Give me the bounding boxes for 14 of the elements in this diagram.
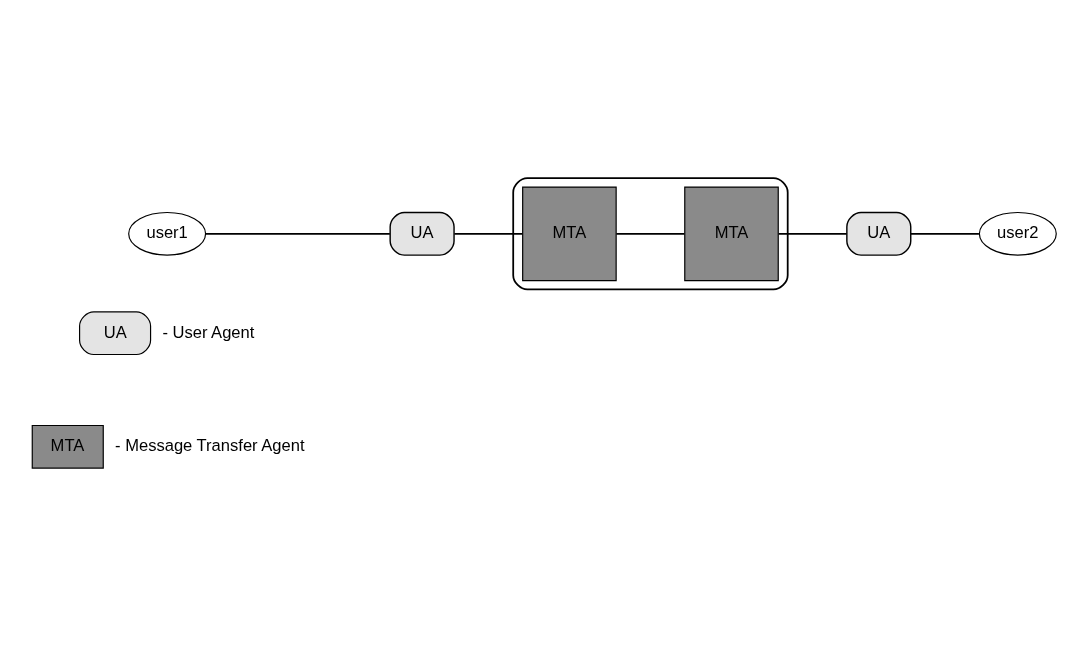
node-box: MTA: [522, 186, 617, 281]
connector: [615, 232, 686, 235]
connector: [453, 232, 524, 235]
node-label: - Message Transfer Agent: [115, 435, 305, 455]
node-box: UA: [846, 211, 912, 256]
connector: [204, 232, 391, 235]
node-box: UA: [389, 211, 455, 256]
node-box: MTA: [684, 186, 779, 281]
connector: [910, 232, 980, 235]
connector: [777, 232, 848, 235]
node-label: - User Agent: [162, 322, 255, 342]
node-ellipse: user2: [978, 211, 1057, 256]
cluster: [512, 176, 789, 290]
node-ellipse: user1: [128, 211, 207, 256]
